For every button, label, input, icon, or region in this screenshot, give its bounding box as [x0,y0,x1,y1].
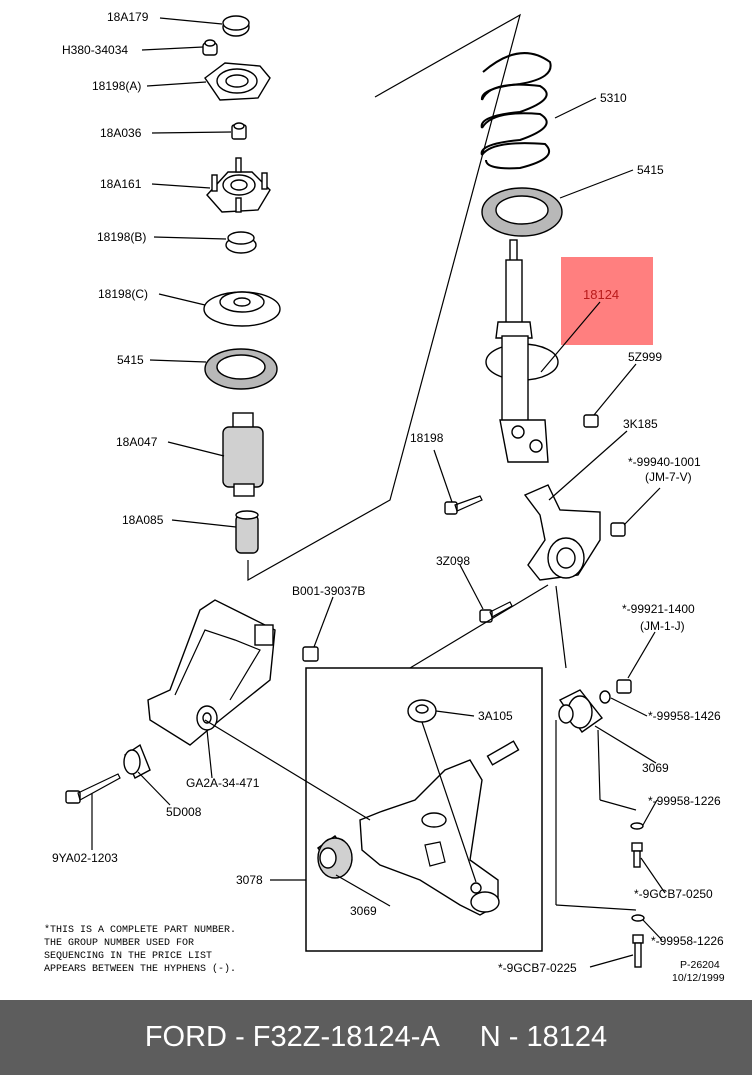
part-5310-coil-spring [480,52,552,170]
part-H380-34034 [202,39,218,56]
label-3078: 3078 [236,873,263,887]
note-line-4: APPEARS BETWEEN THE HYPHENS (-). [44,963,236,975]
label-JM-7-V: (JM-7-V) [645,470,692,484]
label-18A179: 18A179 [107,10,149,24]
note-line-3: SEQUENCING IN THE PRICE LIST [44,951,212,962]
part-9YA02-1203 [65,773,121,804]
label-99958-1226-a: *-99958-1226 [648,794,721,808]
part-3A105 [407,699,437,723]
leader-lines [91,17,666,968]
control-arm-box [305,667,543,952]
part-3078-control-arm [359,740,520,916]
label-18198C: 18198(C) [98,287,148,301]
label-3A105: 3A105 [478,709,513,723]
part-18124-strut [485,239,559,463]
part-99940-1001 [610,522,626,537]
part-5415-insulator-lower [204,348,278,390]
part-18A179 [222,15,250,37]
note-line-2: THE GROUP NUMBER USED FOR [44,938,194,949]
part-18198B [225,231,257,254]
footer-separator: - [227,1021,253,1053]
part-99921-1400 [616,679,632,694]
label-18A085: 18A085 [122,513,164,527]
label-99940-1001: *-99940-1001 [628,455,701,469]
part-B001-39037B [302,646,319,662]
label-GA2A-34-471: GA2A-34-471 [186,776,260,790]
part-18A036 [231,122,247,140]
part-subframe [147,599,276,746]
footer-brand: FORD [144,1021,228,1053]
label-18198B: 18198(B) [97,230,146,244]
part-5415-insulator-upper [481,187,563,237]
part-18198C [203,291,281,327]
note-line-1: *THIS IS A COMPLETE PART NUMBER. [44,924,236,936]
label-5415-lower: 5415 [117,353,144,367]
part-5Z999 [583,414,599,428]
part-GA2A-34-471 [196,705,218,731]
part-18198A [204,62,271,101]
label-B001-39037B: B001-39037B [292,584,365,598]
label-3K185: 3K185 [623,417,658,431]
part-9GCB7-0250 [631,842,643,868]
label-3069-rear: 3069 [642,761,669,775]
label-9GCB7-0250: *-9GCB7-0250 [634,887,713,901]
part-18A085 [235,510,259,554]
label-18A036: 18A036 [100,126,142,140]
part-18A047 [222,412,264,497]
part-99958-1226-b [631,914,645,922]
part-18A161 [206,157,271,213]
label-5Z999: 5Z999 [628,350,662,364]
label-99921-1400: *-99921-1400 [622,602,695,616]
footer-group-label: N - 18124 [479,1021,608,1053]
part-3069-bushing-rear [558,689,604,733]
label-99958-1226-b: *-99958-1226 [651,934,724,948]
label-H380-34034: H380-34034 [62,43,128,57]
label-5415-upper: 5415 [637,163,664,177]
label-JM-1-J: (JM-1-J) [640,619,685,633]
label-18198A: 18198(A) [92,79,141,93]
part-18198-bolt [444,495,483,515]
assembly-outline [247,13,521,582]
footer-part-number: F32Z-18124-A [252,1021,440,1053]
footer-bar: FORD - F32Z-18124-A N - 18124 [0,1000,752,1075]
label-18124: 18124 [583,287,619,302]
part-99958-1426 [599,690,611,704]
note-block: *THIS IS A COMPLETE PART NUMBER. THE GRO… [44,924,236,975]
part-3Z098-bolt [479,601,513,623]
label-18A161: 18A161 [100,177,142,191]
label-P-26204: P-26204 [680,959,720,971]
label-18A047: 18A047 [116,435,158,449]
label-99958-1426: *-99958-1426 [648,709,721,723]
part-3K185-knuckle [523,484,601,581]
label-5310: 5310 [600,91,627,105]
label-5D008: 5D008 [166,805,202,819]
label-3Z098: 3Z098 [436,554,470,568]
part-9GCB7-0225 [632,934,644,968]
exploded-parts-diagram: 18A179 H380-34034 18198(A) 18A036 18A161… [44,10,725,984]
label-date: 10/12/1999 [672,972,725,984]
part-99958-1226-a [630,822,644,830]
label-9GCB7-0225: *-9GCB7-0225 [498,961,577,975]
label-3069-front: 3069 [350,904,377,918]
label-18198: 18198 [410,431,444,445]
part-3069-bushing-front [317,835,353,879]
part-5D008 [123,743,151,779]
label-9YA02-1203: 9YA02-1203 [52,851,118,865]
